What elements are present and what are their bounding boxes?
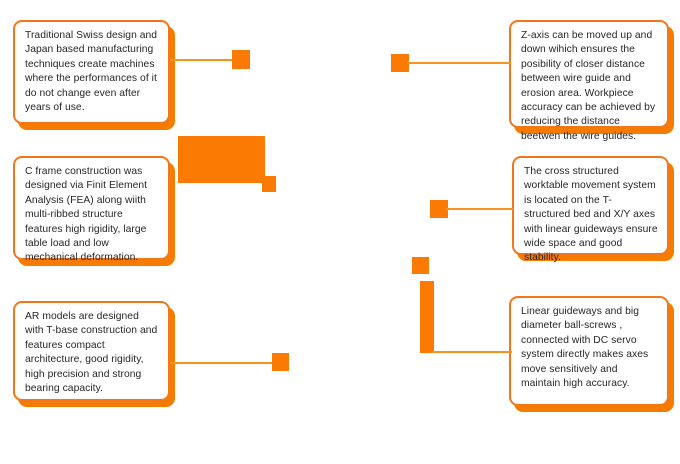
connector-marker-3[interactable] xyxy=(272,353,289,371)
callout-linear-guideways[interactable]: Linear guideways and big diameter ball-s… xyxy=(509,296,674,412)
callout-frame xyxy=(512,156,669,255)
callout-c-frame-construction[interactable]: C frame construction was designed via Fi… xyxy=(13,156,175,266)
callout-text: Traditional Swiss design and Japan based… xyxy=(25,30,158,114)
connector-vertical-bar-6 xyxy=(420,281,434,353)
callout-text: C frame construction was designed via Fi… xyxy=(25,166,148,264)
callout-frame xyxy=(509,296,669,406)
connector-line-6 xyxy=(432,351,512,353)
callout-text: Z-axis can be moved up and down wihich e… xyxy=(521,30,656,142)
callout-frame xyxy=(13,301,170,401)
connector-line-5 xyxy=(446,208,513,210)
callout-ar-models[interactable]: AR models are designed with T-base const… xyxy=(13,301,175,407)
connector-marker-1[interactable] xyxy=(232,50,250,69)
connector-marker-5[interactable] xyxy=(430,200,448,218)
callout-z-axis[interactable]: Z-axis can be moved up and down wihich e… xyxy=(509,20,674,142)
connector-block-2 xyxy=(178,136,265,183)
callout-text: Linear guideways and big diameter ball-s… xyxy=(521,306,649,390)
callout-cross-structured-worktable[interactable]: The cross structured worktable movement … xyxy=(512,156,674,264)
callout-frame xyxy=(509,20,669,128)
connector-line-4 xyxy=(407,62,511,64)
callout-frame xyxy=(13,20,170,124)
connector-marker-4[interactable] xyxy=(391,54,409,72)
callout-text: The cross structured worktable movement … xyxy=(524,166,658,264)
connector-line-3 xyxy=(170,362,276,364)
callout-traditional-swiss-design[interactable]: Traditional Swiss design and Japan based… xyxy=(13,20,175,130)
connector-marker-6[interactable] xyxy=(412,257,429,274)
connector-line-1 xyxy=(170,59,236,61)
callout-text: AR models are designed with T-base const… xyxy=(25,311,158,395)
connector-marker-2[interactable] xyxy=(262,176,276,192)
callout-frame xyxy=(13,156,170,260)
